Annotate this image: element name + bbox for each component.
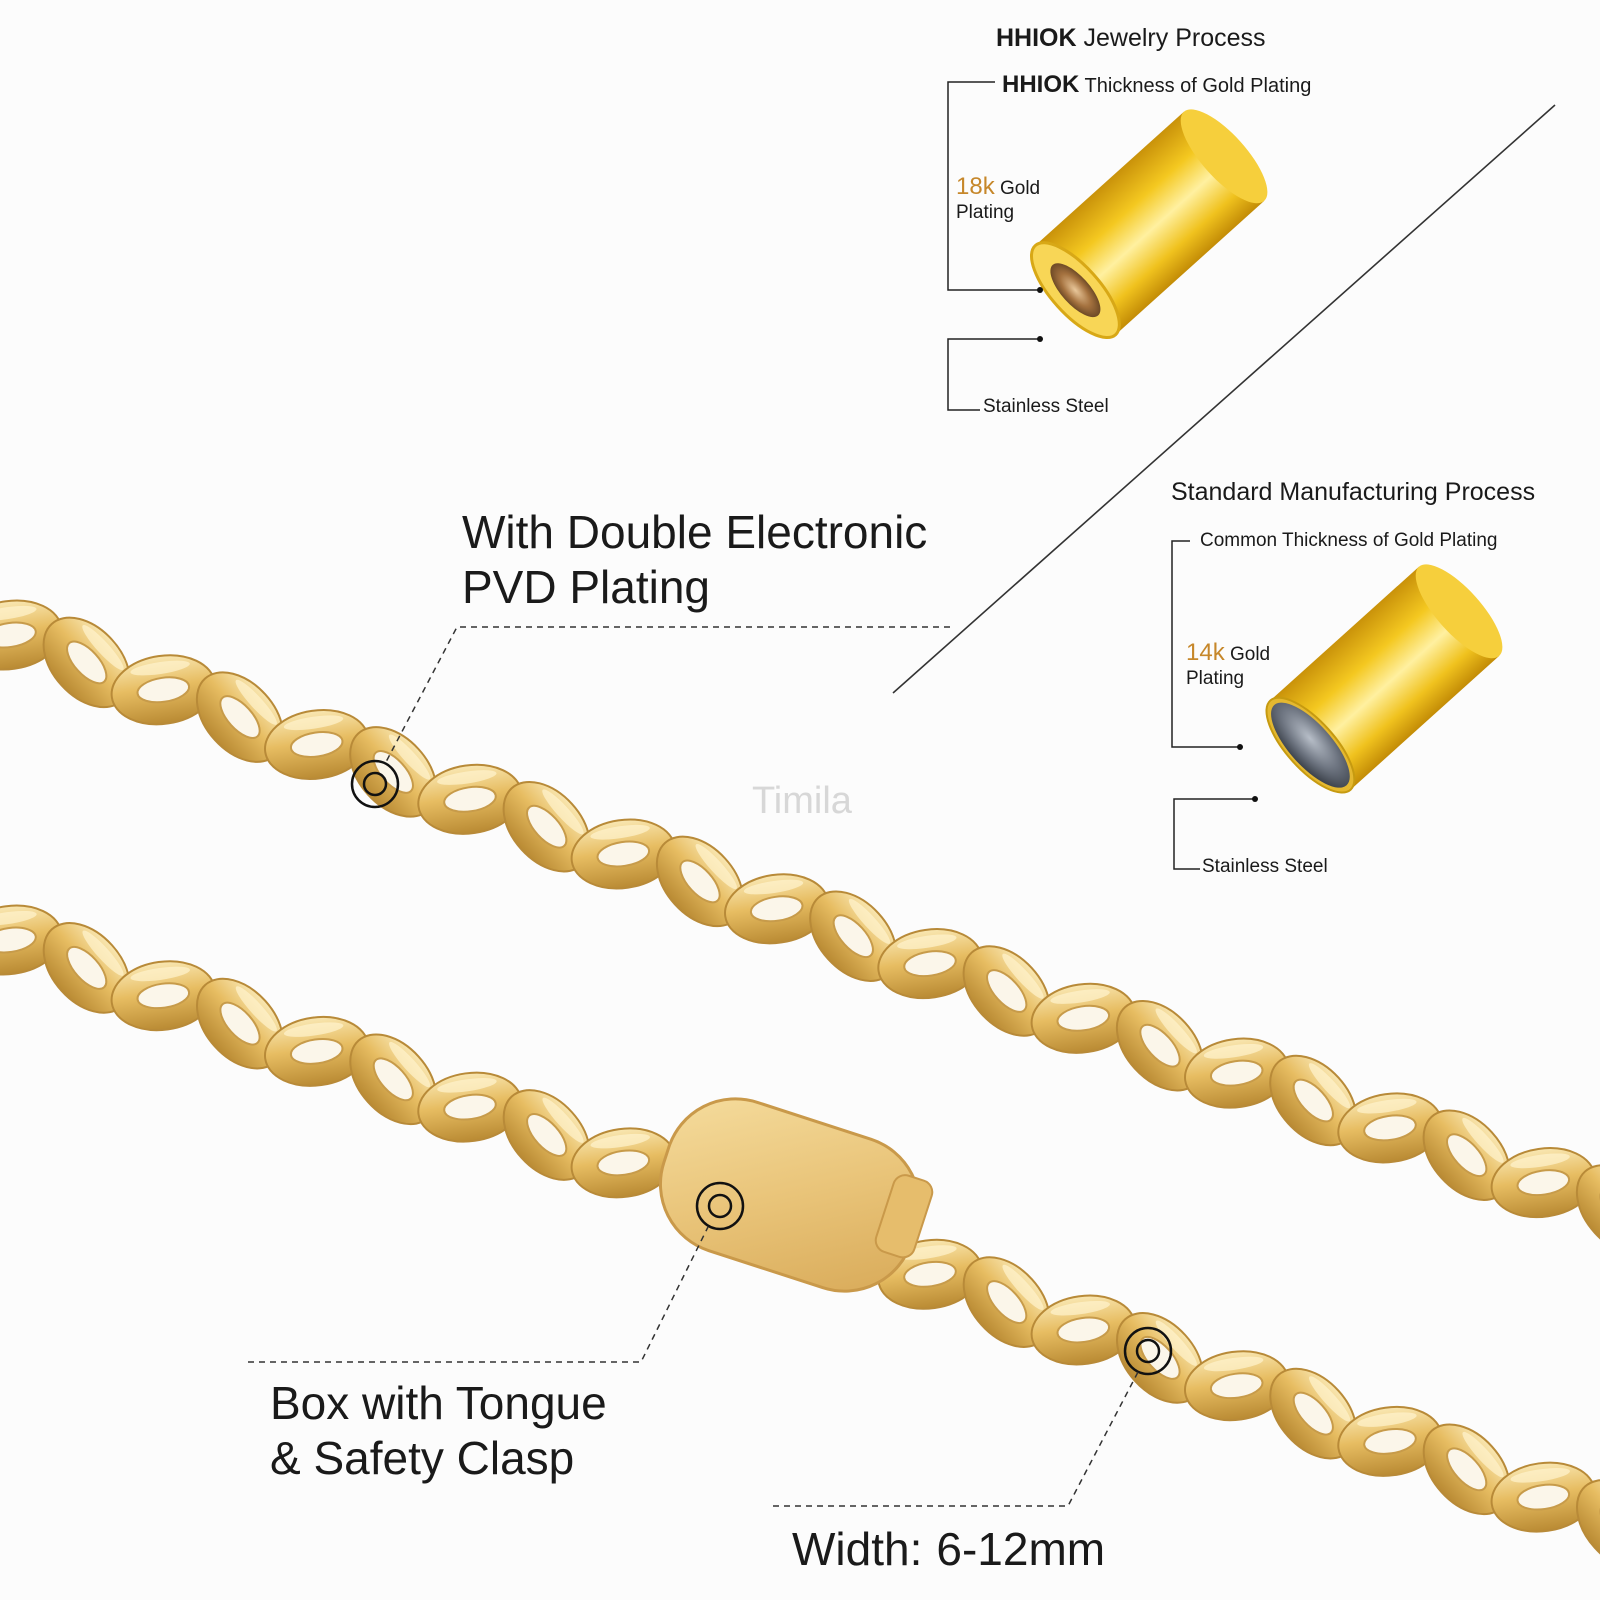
chain-link [570,818,676,890]
chain-link [570,1127,677,1199]
chain-link [42,922,131,1014]
chain-link [263,1015,370,1087]
chain-link [1422,1423,1511,1516]
chain-link [1575,1479,1600,1571]
chain-link [417,763,523,835]
chain-link [349,1033,438,1126]
hhiok-panel-subtitle: HHIOK Thickness of Gold Plating [1002,71,1311,99]
chain-link [1575,1164,1600,1256]
clasp-callout-line1: Box with Tongue [270,1377,607,1429]
cuban-chain-upper [0,599,1600,1256]
hhiok-gold-word: Gold [999,178,1041,199]
standard-plating-tube-illustration [1265,564,1503,794]
hhiok-karat-label: 18k Gold Plating [956,175,1040,225]
hhiok-plating-word: Plating [956,202,1015,223]
standard-bracket-lines [1171,540,1255,870]
pvd-target-marker [350,759,400,809]
clasp-target-marker [695,1181,745,1231]
standard-panel-subtitle: Common Thickness of Gold Plating [1200,530,1498,551]
leader-lines [248,626,1139,1507]
clasp-callout-line2: & Safety Clasp [270,1432,575,1484]
watermark: Timila [752,780,852,822]
hhiok-bracket-lines [947,81,1040,411]
standard-gold-word: Gold [1229,644,1271,665]
hhiok-title-rest: Jewelry Process [1083,24,1266,52]
chain-link [1030,1294,1137,1366]
diagonal-divider [892,104,1556,694]
width-label: Width: [792,1523,923,1575]
chain-link [1183,1350,1290,1422]
hhiok-subtitle-rest: Thickness of Gold Plating [1084,75,1312,97]
chain-link [417,1071,523,1143]
standard-panel-title: Standard Manufacturing Process [1171,478,1536,506]
chain-link [1269,1367,1358,1460]
hhiok-panel-title: HHIOK Jewelry Process [996,24,1266,53]
chain-link [1184,1037,1290,1109]
chain-link [1490,1461,1597,1533]
chain-link [962,945,1051,1037]
chain-link [195,671,285,763]
chain-link [1030,982,1136,1054]
box-clasp [658,1097,934,1293]
chain-link [962,1256,1051,1348]
chain-link [809,890,898,982]
chain-link [724,873,830,945]
hhiok-karat-value: 18k [956,173,995,200]
hhiok-subtitle-brand: HHIOK [1002,71,1080,98]
cuban-chain-lower [0,904,1600,1571]
standard-core-label: Stainless Steel [1202,856,1328,877]
chain-link [502,1089,591,1181]
pvd-callout-line2: PVD Plating [462,561,711,613]
chain-link [264,709,370,780]
chain-link [110,654,216,726]
width-value: 6-12mm [936,1523,1106,1575]
chain-link [1269,1054,1358,1147]
width-target-marker [1123,1326,1173,1376]
chain-link [42,616,131,709]
standard-karat-label: 14k Gold Plating [1186,641,1270,691]
hhiok-title-brand: HHIOK [996,24,1077,52]
chain-link [1337,1092,1443,1164]
hhiok-plating-tube-illustration [1029,109,1268,340]
pvd-plating-callout: With Double Electronic PVD Plating [462,505,982,615]
chain-link [1115,999,1205,1092]
pvd-callout-line1: With Double Electronic [462,506,928,558]
hhiok-core-label: Stainless Steel [983,396,1109,417]
chain-link [1337,1405,1443,1477]
standard-plating-word: Plating [1186,668,1245,689]
clasp-callout: Box with Tongue & Safety Clasp [270,1376,730,1486]
chain-link [195,977,285,1070]
standard-karat-value: 14k [1186,639,1225,666]
chain-link [877,928,983,1000]
chain-link [1115,1312,1205,1404]
chain-link [1490,1147,1596,1219]
width-callout: Width:6-12mm [792,1522,1105,1576]
